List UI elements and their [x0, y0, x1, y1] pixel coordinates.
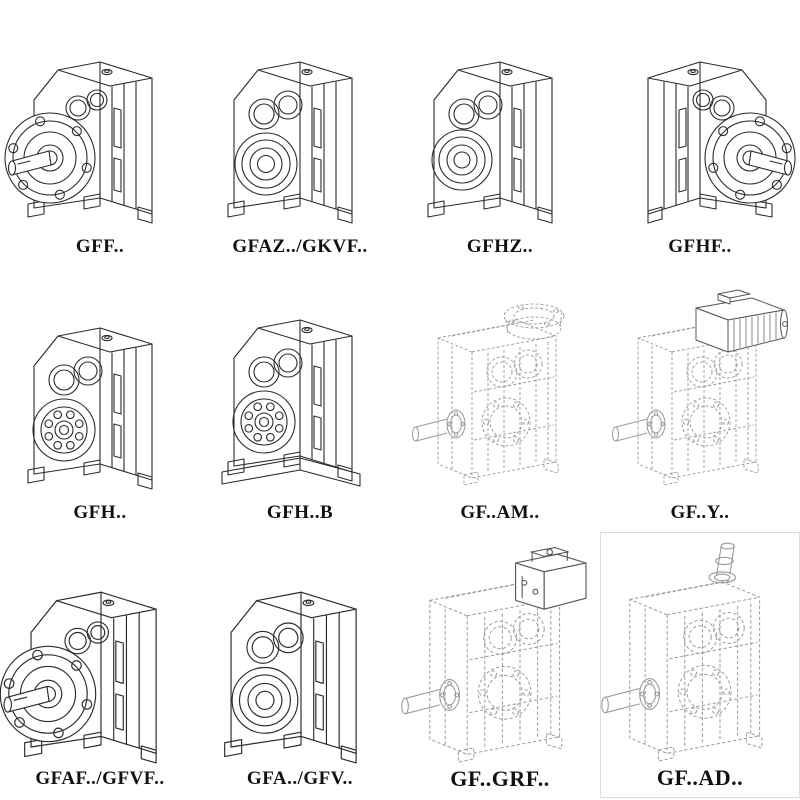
catalog-cell-gfh: GFH..	[0, 266, 200, 532]
catalog-cell-gf-am: GF..AM..	[400, 266, 600, 532]
model-label-gfa-gfv: GFA../GFV..	[246, 768, 354, 789]
model-label-gfh: GFH..	[73, 502, 127, 523]
gearbox-drawing-gfh-b	[200, 272, 400, 500]
gearbox-drawing-gfa-gfv	[200, 538, 400, 766]
gearbox-drawing-gf-am	[400, 272, 600, 500]
model-label-gf-ad: GF..AD..	[656, 765, 744, 790]
gearbox-drawing-gfhf	[600, 6, 800, 234]
model-label-gfaz-gkvf: GFAZ../GKVF..	[232, 236, 368, 257]
catalog-cell-gfh-b: GFH..B	[200, 266, 400, 532]
gearbox-drawing-gfhz	[400, 6, 600, 234]
catalog-cell-gfhf: GFHF..	[600, 0, 800, 266]
gearbox-drawing-gf-ad	[600, 537, 800, 765]
gearbox-drawing-gfaf-gfvf	[0, 538, 200, 766]
gearbox-drawing-gf-grf	[400, 538, 600, 766]
catalog-cell-gf-y: GF..Y..	[600, 266, 800, 532]
gearbox-drawing-gff	[0, 6, 200, 234]
model-label-gff: GFF..	[75, 236, 125, 257]
catalog-cell-gfhz: GFHZ..	[400, 0, 600, 266]
model-label-gfhz: GFHZ..	[466, 236, 534, 257]
gearbox-drawing-gfh	[0, 272, 200, 500]
catalog-cell-gfaf-gfvf: GFAF../GFVF..	[0, 532, 200, 798]
gearbox-drawing-gf-y	[600, 272, 800, 500]
catalog-cell-gf-grf: GF..GRF..	[400, 532, 600, 798]
model-label-gf-grf: GF..GRF..	[450, 766, 550, 791]
catalog-cell-gff: GFF..	[0, 0, 200, 266]
catalog-cell-gfaz-gkvf: GFAZ../GKVF..	[200, 0, 400, 266]
model-label-gfh-b: GFH..B	[266, 502, 334, 523]
catalog-cell-gfa-gfv: GFA../GFV..	[200, 532, 400, 798]
gearbox-drawing-gfaz-gkvf	[200, 6, 400, 234]
model-label-gf-am: GF..AM..	[460, 502, 540, 523]
model-label-gfhf: GFHF..	[668, 236, 732, 257]
model-label-gfaf-gfvf: GFAF../GFVF..	[35, 768, 165, 789]
catalog-cell-gf-ad: GF..AD..	[600, 532, 800, 798]
model-label-gf-y: GF..Y..	[670, 502, 730, 523]
